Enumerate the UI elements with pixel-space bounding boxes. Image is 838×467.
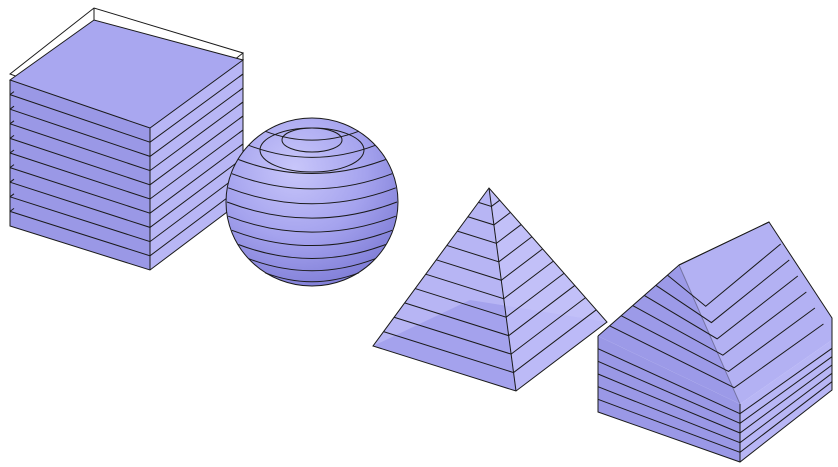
sliced-house-mass bbox=[598, 222, 832, 462]
sliced-pyramid-mass bbox=[373, 188, 607, 391]
sliced-box-mass bbox=[10, 8, 243, 270]
sliced-sphere-mass bbox=[226, 118, 398, 286]
sphere-body bbox=[226, 118, 398, 286]
